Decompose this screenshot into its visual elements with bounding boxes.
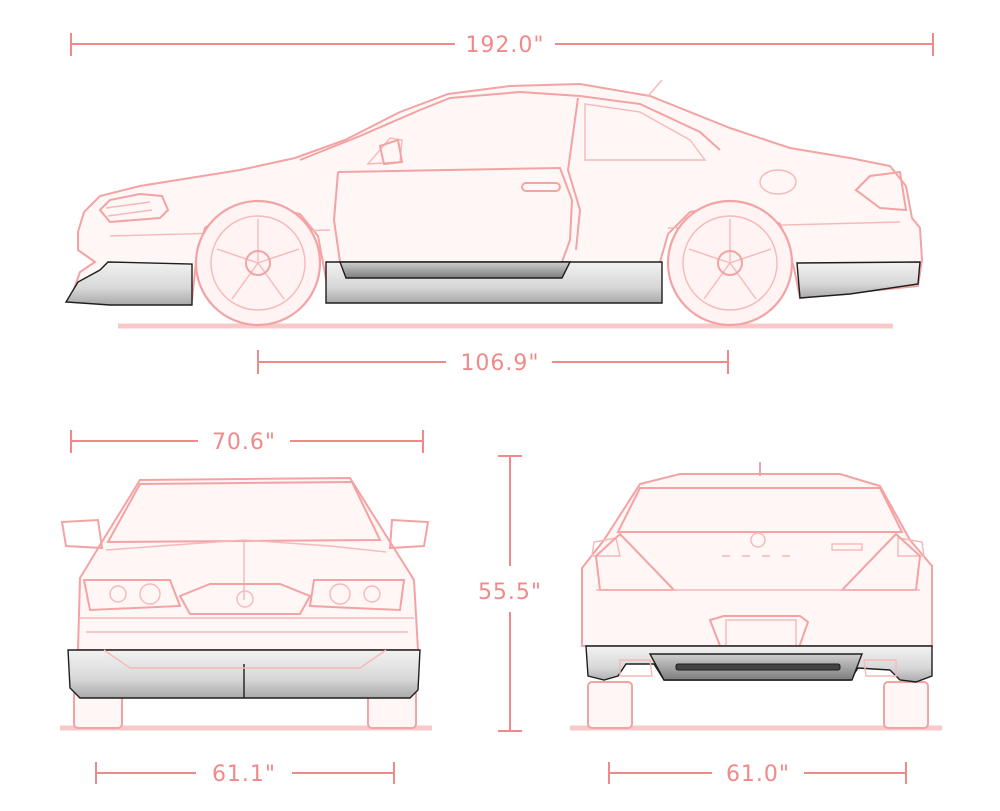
rear-view: 61.0" <box>570 462 942 787</box>
front-lip-kit <box>64 261 193 306</box>
front-track-dimension: 61.1" <box>95 762 395 787</box>
wheelbase-label: 106.9" <box>460 351 539 376</box>
front-wheel <box>194 199 322 327</box>
overall-width-dimension: 70.6" <box>70 430 424 455</box>
overall-length-label: 192.0" <box>465 33 544 58</box>
front-view: 70.6" 61. <box>60 430 432 787</box>
rear-track-label: 61.0" <box>726 762 790 787</box>
wheelbase-dimension: 106.9" <box>257 350 729 376</box>
overall-height-dimension: 55.5" <box>478 455 542 732</box>
overall-length-dimension: 192.0" <box>70 33 934 58</box>
rear-diffuser-kit <box>796 261 921 299</box>
rear-wheel <box>666 199 794 327</box>
overall-width-label: 70.6" <box>212 430 276 455</box>
side-view: 192.0" <box>64 33 934 376</box>
overall-height-label: 55.5" <box>478 580 542 605</box>
rear-track-dimension: 61.0" <box>608 762 907 787</box>
front-track-label: 61.1" <box>212 762 276 787</box>
